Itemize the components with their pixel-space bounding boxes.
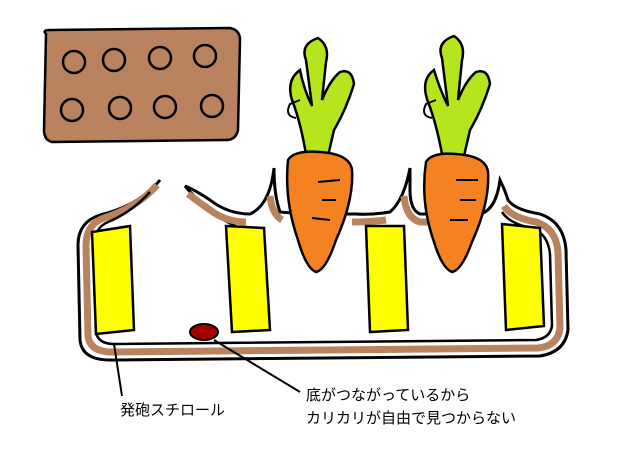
carrot-left [285, 36, 356, 274]
leader-line-pellet [213, 339, 301, 393]
pellet [189, 323, 219, 341]
lid-with-holes [42, 26, 242, 144]
label-styrofoam: 発砲スチロール [120, 401, 226, 419]
partition-walls [90, 222, 546, 336]
annotation-note: 底がつながっているから カリカリが自由で見つからない [306, 384, 516, 430]
annotation-note-line2: カリカリが自由で見つからない [306, 409, 517, 427]
leader-line-styrofoam [113, 343, 123, 397]
carrot-right [422, 34, 492, 274]
annotation-note-line1: 底がつながっているから [306, 386, 471, 404]
